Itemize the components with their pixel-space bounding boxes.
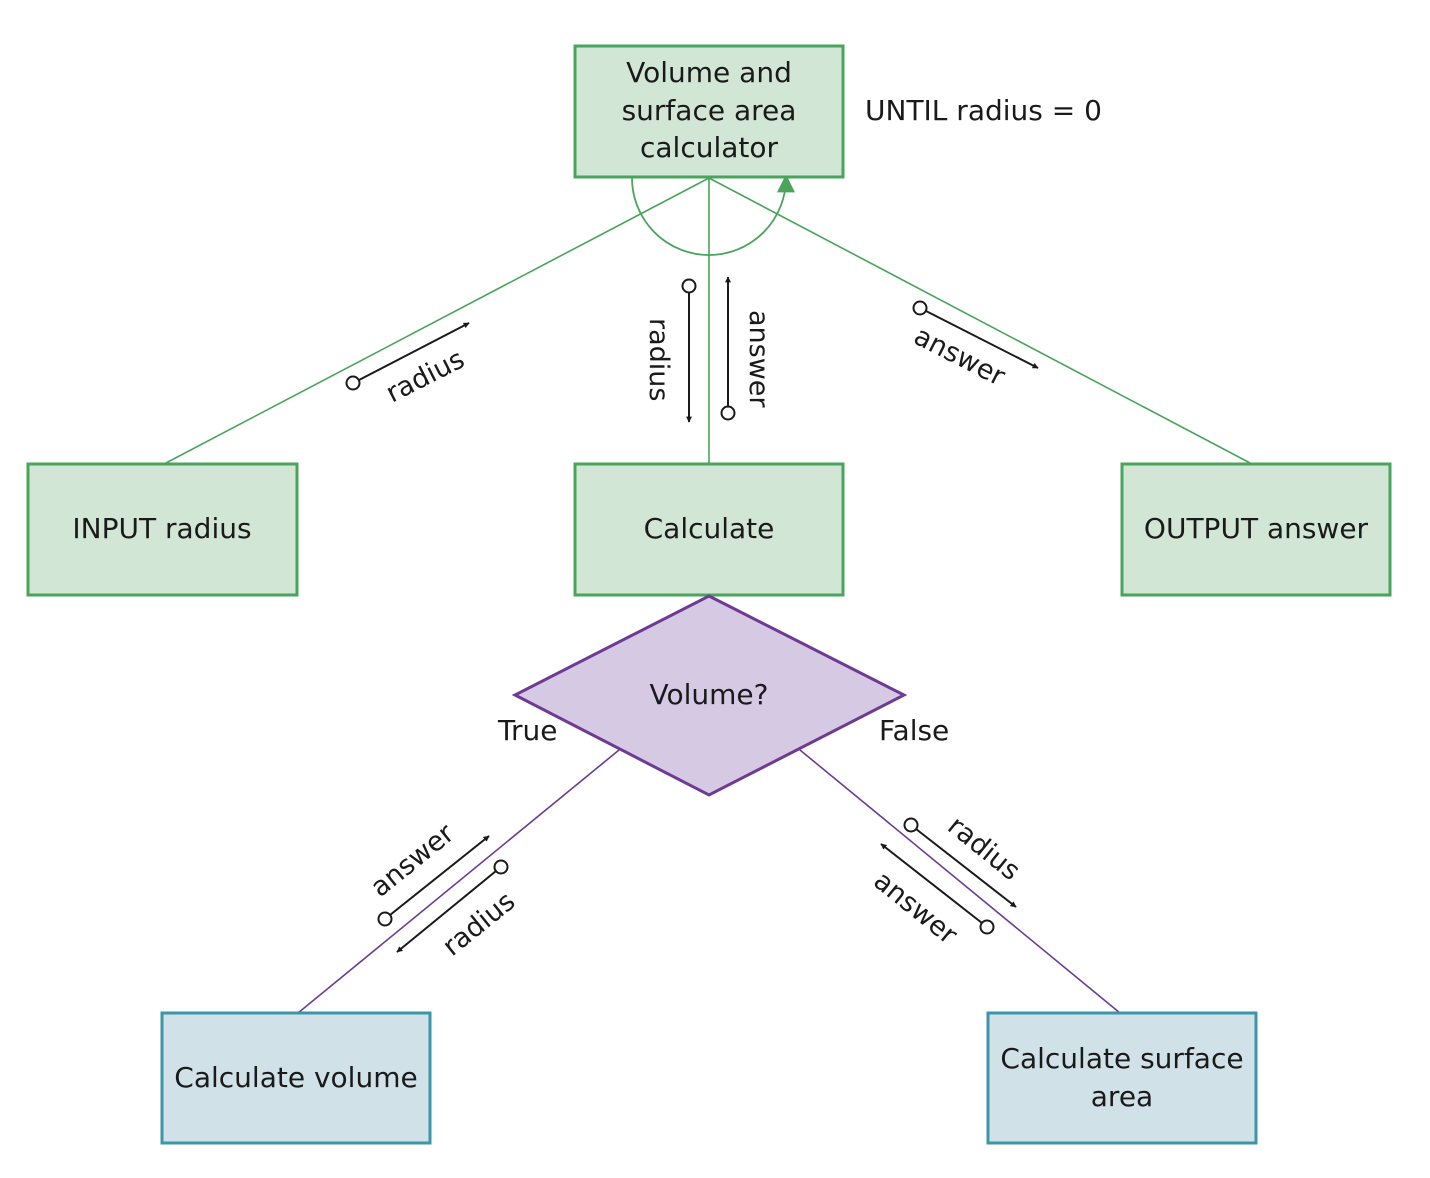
root-node-line-1: Volume and xyxy=(626,56,792,89)
surface-node-line-1: Calculate surface xyxy=(1000,1042,1243,1075)
decision-node: Volume? xyxy=(511,594,908,797)
flow-calc-answer-label: answer xyxy=(743,310,774,408)
false-branch-label: False xyxy=(879,714,949,747)
volume-node: Calculate volume xyxy=(160,1011,432,1145)
input-node: INPUT radius xyxy=(26,462,299,597)
flow-volume-radius-label: radius xyxy=(437,886,521,963)
flow-calc-radius: radius xyxy=(643,278,697,423)
flow-output-answer: answer xyxy=(909,300,1039,393)
calculate-node-label: Calculate xyxy=(644,512,775,545)
connector-root-input xyxy=(163,177,710,465)
flow-input-radius-label: radius xyxy=(381,344,469,410)
decision-label: Volume? xyxy=(650,678,769,711)
connectors xyxy=(163,177,1253,1014)
calculate-node: Calculate xyxy=(573,462,845,597)
connector-root-output xyxy=(708,177,1253,465)
flow-calc-answer: answer xyxy=(720,276,774,421)
root-node-line-3: calculator xyxy=(640,131,779,164)
connector-decision-surface xyxy=(799,749,1121,1014)
flow-surface-radius: radius xyxy=(903,810,1026,908)
root-node: Volume and surface area calculator xyxy=(573,44,845,179)
output-node: OUTPUT answer xyxy=(1120,462,1392,597)
connector-decision-volume xyxy=(297,749,620,1014)
flow-surface-radius-label: radius xyxy=(942,810,1026,887)
flow-calc-radius-label: radius xyxy=(643,318,674,401)
input-node-label: INPUT radius xyxy=(72,512,251,545)
volume-node-label: Calculate volume xyxy=(174,1061,417,1094)
flow-output-answer-label: answer xyxy=(909,321,1011,393)
flow-surface-answer-label: answer xyxy=(868,865,964,951)
iteration-loop-arrow xyxy=(631,174,795,256)
root-node-line-2: surface area xyxy=(622,94,797,127)
surface-node: Calculate surface area xyxy=(986,1011,1258,1145)
true-branch-label: True xyxy=(497,714,557,747)
loop-condition: UNTIL radius = 0 xyxy=(865,94,1102,127)
output-node-label: OUTPUT answer xyxy=(1144,512,1369,545)
surface-node-line-2: area xyxy=(1091,1080,1153,1113)
